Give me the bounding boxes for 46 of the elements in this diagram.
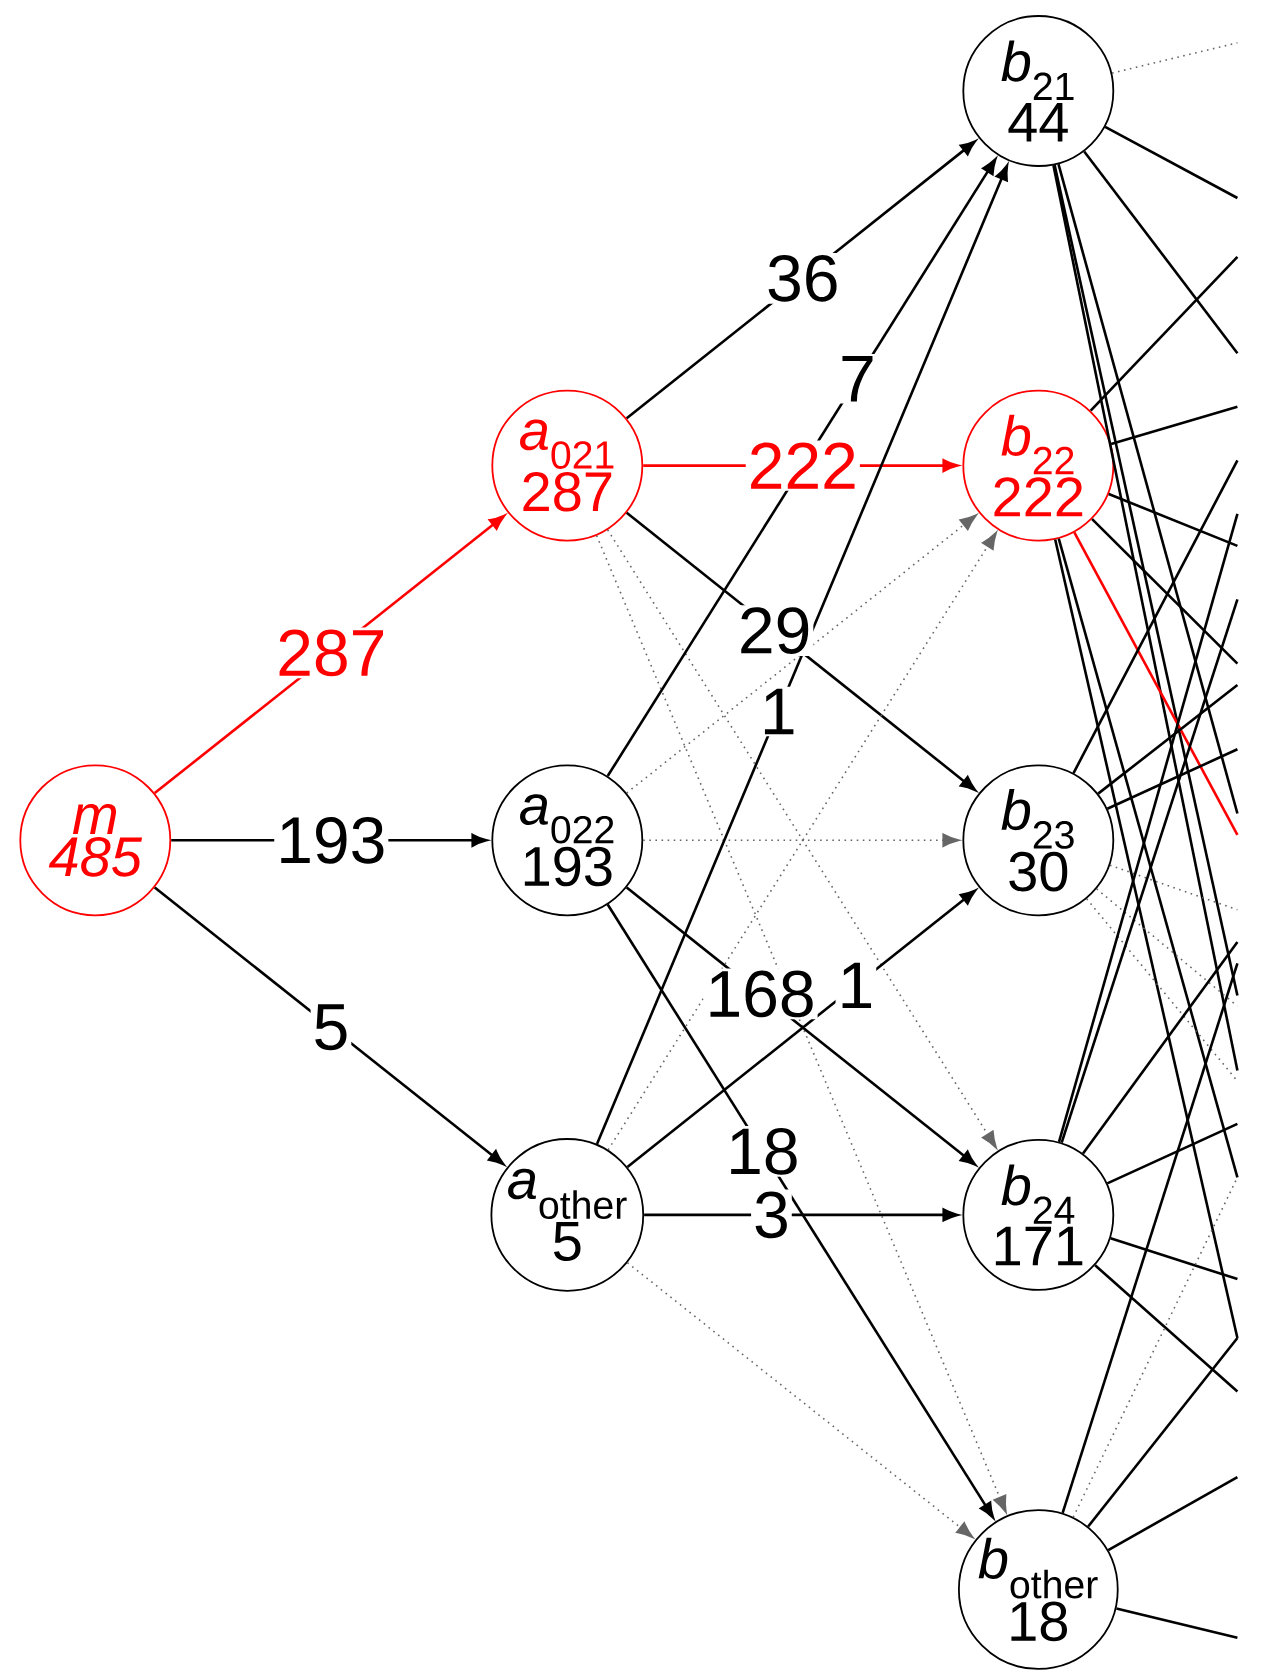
dotted-line [1111, 42, 1239, 74]
line [1094, 1264, 1239, 1393]
circle-node: b$_{other}$ 18 [958, 1509, 1119, 1670]
edge-label: 168 [703, 968, 818, 1020]
line [1110, 405, 1238, 446]
arrow [606, 903, 994, 1519]
line [1107, 1476, 1239, 1552]
line [1106, 748, 1238, 810]
line [1089, 256, 1239, 412]
arrow [644, 1208, 959, 1222]
arrow [153, 886, 505, 1166]
line [1073, 531, 1239, 836]
line [1061, 963, 1239, 1514]
line [1053, 539, 1239, 1339]
line [1057, 163, 1239, 814]
dotted-line [1109, 864, 1239, 911]
line [1097, 684, 1239, 795]
edge-label: 287 [274, 627, 389, 679]
circle-node: b$_{23}$ 30 [962, 764, 1115, 917]
edge-label: 5 [310, 1002, 352, 1053]
circle-node: b$_{24}$ 171 [962, 1139, 1115, 1291]
line [1108, 492, 1238, 548]
circle-node: m 485 [19, 764, 172, 917]
edge-label: 222 [745, 440, 860, 491]
circle-node: a$_{021}$ 287 [491, 389, 644, 542]
line [1060, 599, 1239, 1144]
edge-label: 193 [274, 814, 389, 866]
line [1091, 518, 1239, 665]
edge-label: 1 [835, 960, 877, 1011]
line [1104, 125, 1239, 200]
line [1087, 1337, 1239, 1528]
edge-label: 18 [724, 1125, 802, 1177]
line [1110, 1236, 1238, 1281]
dotted-arrow [626, 1261, 974, 1539]
line [1083, 150, 1239, 354]
line [1072, 459, 1239, 774]
circle-node: a$_{022}$ 193 [491, 764, 644, 917]
dotted-arrow [642, 833, 960, 848]
line [1082, 941, 1239, 1155]
dotted-line [1085, 898, 1239, 1082]
circle-node: b$_{22}$ 222 [962, 389, 1115, 542]
circle-node: b$_{21}$ 44 [962, 15, 1115, 167]
line [1116, 1607, 1238, 1639]
line [1106, 1122, 1238, 1185]
circle-node: a$_{other}$ 5 [490, 1138, 645, 1292]
edge-label: 3 [751, 1189, 792, 1241]
